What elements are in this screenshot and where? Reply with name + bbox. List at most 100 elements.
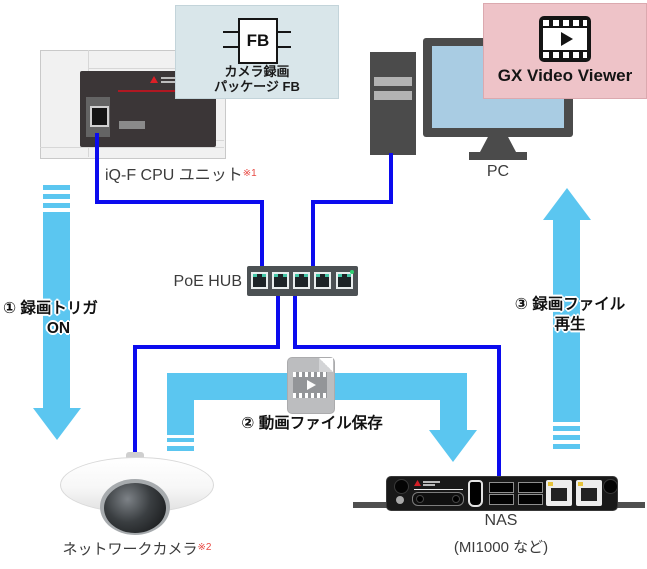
- fb-callout-box: FB カメラ録画 パッケージ FB: [175, 5, 339, 99]
- lan-port-icon: [546, 480, 572, 506]
- flow2-left-drop: [167, 373, 194, 435]
- film-sprockets: [543, 52, 587, 58]
- hub-port-icon: [314, 272, 331, 289]
- plc-label-text: iQ-F CPU ユニット: [105, 167, 243, 184]
- pc-tower-slot: [374, 77, 412, 86]
- hub-port-icon: [251, 272, 268, 289]
- flow3-arrowhead: [543, 188, 591, 220]
- flow2-right-arm: [333, 373, 467, 400]
- flow3-arrow-body: [553, 220, 580, 422]
- cable-plc-across: [95, 200, 264, 204]
- nas-label: NAS: [484, 512, 518, 529]
- mitsubishi-logo-icon: [414, 480, 421, 486]
- cable-pc-down: [389, 153, 393, 204]
- usb-port-icon: [518, 482, 543, 493]
- cable-hub-down-left: [276, 294, 280, 347]
- lan-jack: [551, 488, 567, 501]
- nas-bracket: [610, 502, 645, 508]
- nas-slot: [412, 492, 464, 506]
- cable-hub-down-right: [293, 294, 297, 347]
- mitsubishi-logo-icon: [150, 76, 158, 83]
- flow1-label: ① 録画トリガ ON: [0, 299, 117, 339]
- flow1-arrow-tail: [43, 185, 70, 208]
- flow1-label-line2: ON: [46, 320, 71, 337]
- flow2-left-tail: [167, 438, 194, 451]
- nas-logo-text2: [423, 484, 435, 486]
- gx-box-label: GX Video Viewer: [497, 66, 633, 85]
- play-icon: [561, 32, 573, 46]
- nas-underline: [414, 489, 463, 490]
- cable-plc-down: [95, 133, 99, 202]
- camera-label: ネットワークカメラ※2: [30, 538, 244, 559]
- file-film-icon: [293, 372, 327, 398]
- slot-dot: [452, 495, 460, 503]
- film-frame: [543, 28, 587, 50]
- film-strip-icon: [539, 16, 591, 62]
- camera-dome-lens: [104, 483, 166, 533]
- file-play-icon: [307, 380, 316, 390]
- poe-hub: [247, 266, 358, 296]
- fb-pin-icon: [276, 46, 291, 48]
- camera-mount: [126, 452, 144, 460]
- flow1-label-line1: ① 録画トリガ: [3, 300, 98, 317]
- hub-port-icon: [272, 272, 289, 289]
- slot-dot: [416, 495, 424, 503]
- plc-model-chip: [119, 121, 145, 129]
- usb-port-icon: [489, 482, 514, 493]
- lan-led-icon: [548, 482, 553, 486]
- hub-label: PoE HUB: [173, 273, 242, 290]
- flow2-right-drop: [440, 398, 467, 430]
- pc-tower: [370, 52, 416, 155]
- nas-button: [396, 496, 404, 504]
- lan-jack: [581, 488, 597, 501]
- cable-to-camera-down: [133, 345, 137, 460]
- fb-icon-text: FB: [246, 31, 270, 50]
- ethernet-port-icon: [90, 106, 109, 127]
- plc-label: iQ-F CPU ユニット※1: [105, 161, 257, 185]
- nas-sublabel: (MI1000 など): [453, 539, 549, 556]
- flow3-label: ③ 録画ファイル 再生: [500, 295, 640, 335]
- nas-device: [386, 476, 618, 511]
- fb-pin-icon: [276, 31, 291, 33]
- pc-monitor-base: [469, 152, 527, 160]
- plc-red-stripe: [118, 90, 202, 92]
- fb-pin-icon: [223, 31, 238, 33]
- flow3-arrow-tail: [553, 426, 580, 449]
- hub-led-icon: [350, 270, 354, 274]
- function-block-icon: FB: [238, 18, 278, 64]
- hub-port-icon: [293, 272, 310, 289]
- plc-seam-top: [88, 68, 224, 69]
- flow2-label: ② 動画ファイル保存: [241, 415, 383, 432]
- camera-label-text: ネットワークカメラ: [62, 541, 198, 558]
- flow3-label-line2: 再生: [554, 316, 586, 333]
- lan-led-icon: [578, 482, 583, 486]
- usb-port-icon: [489, 494, 514, 505]
- plc-seam-base: [40, 147, 224, 148]
- cable-pc-across: [311, 200, 393, 204]
- flow1-arrowhead: [33, 408, 81, 440]
- flow1-arrow-body: [43, 212, 70, 408]
- hdmi-port-icon: [468, 480, 483, 507]
- fb-pin-icon: [223, 46, 238, 48]
- lan-port-icon: [576, 480, 602, 506]
- flow2-arrowhead: [429, 430, 477, 462]
- cable-plc-to-hub: [260, 200, 264, 270]
- film-sprockets: [543, 20, 587, 26]
- plc-logo-text2: [161, 81, 176, 83]
- cable-pc-to-hub: [311, 200, 315, 270]
- nas-bracket: [353, 502, 387, 508]
- fb-box-line2: パッケージ FB: [214, 79, 300, 94]
- file-fold-icon: [319, 358, 333, 372]
- plc-logo-text: [161, 77, 181, 79]
- cable-to-camera-across: [133, 345, 280, 349]
- pc-label: PC: [486, 163, 510, 180]
- pc-tower-slot: [374, 91, 412, 100]
- usb-port-icon: [518, 494, 543, 505]
- screw-icon: [603, 479, 618, 494]
- gx-video-viewer-box: GX Video Viewer: [483, 3, 647, 99]
- nas-logo-text: [423, 481, 440, 483]
- screw-icon: [394, 479, 409, 494]
- camera-note: ※2: [197, 542, 212, 553]
- fb-box-line1: カメラ録画: [224, 64, 290, 79]
